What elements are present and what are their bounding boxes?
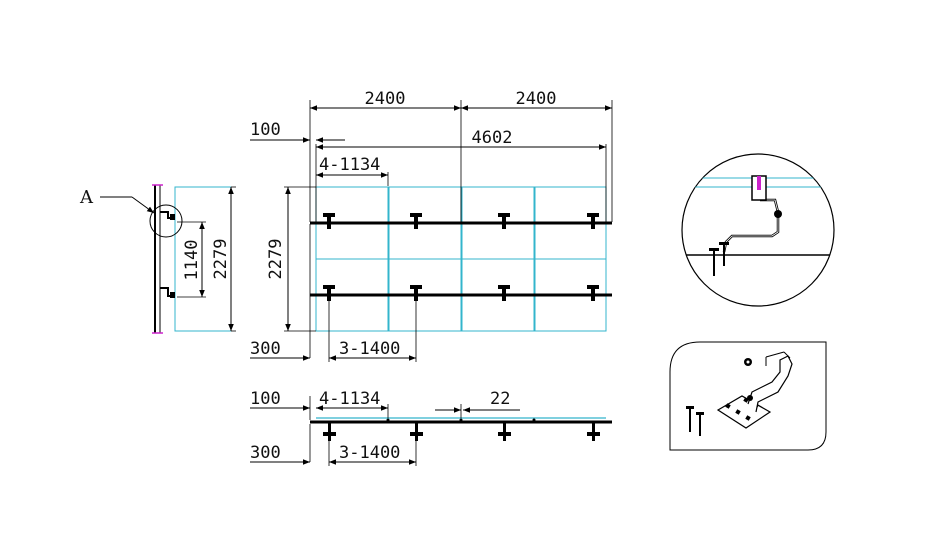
section-hook	[323, 422, 336, 441]
plan-view: 2400 2400 100 4602 4-1134 2279 300 3-140…	[250, 89, 613, 362]
side-dim-inner-text: 1140	[182, 240, 202, 281]
side-clamp-top	[170, 214, 175, 220]
hook	[410, 213, 422, 229]
detail-label-a: A	[79, 187, 94, 208]
detail-leader-arrow	[131, 196, 155, 214]
section-dim-edge-top-text: 100	[250, 389, 281, 409]
hooks-top-rail	[323, 213, 599, 229]
section-clamp	[459, 418, 463, 422]
section-hooks	[323, 422, 600, 441]
hook	[410, 285, 422, 301]
section-dim-hook-spacing-text: 4-1134	[319, 389, 380, 409]
plan-dim-edge-top-text: 100	[250, 120, 281, 140]
roof-hook-detail-icon	[681, 153, 835, 307]
panel-grid	[315, 186, 607, 332]
hook	[498, 213, 510, 229]
hook	[587, 213, 599, 229]
hook	[587, 285, 599, 301]
hook	[323, 213, 335, 229]
side-dim-outer-text: 2279	[211, 239, 231, 280]
detail-circle-a	[149, 204, 183, 238]
section-clamp	[386, 418, 390, 422]
hook	[323, 285, 335, 301]
section-hook	[498, 422, 511, 441]
section-hook	[587, 422, 600, 441]
section-dim-gap-text: 22	[490, 389, 510, 409]
section-clamp	[532, 418, 536, 422]
side-clamp-bottom	[170, 292, 175, 298]
plan-dim-hook-spacing-bottom-text: 3-1400	[339, 339, 400, 359]
plan-dim-height-text: 2279	[266, 239, 286, 280]
section-hook	[410, 422, 423, 441]
plan-dim-width-left-text: 2400	[365, 89, 406, 109]
section-dim-hook-spacing-bottom-text: 3-1400	[339, 443, 400, 463]
plan-dim-width-right-text: 2400	[516, 89, 557, 109]
screw-icon	[686, 406, 704, 436]
section-view: 100 4-1134 22 300 3-1400	[250, 389, 612, 466]
hooks-bottom-rail	[323, 285, 599, 301]
side-view: A 1140 2279	[79, 184, 236, 334]
plan-dim-rail-length-text: 4602	[472, 128, 513, 148]
screw-icon	[709, 242, 729, 276]
section-dim-edge-bottom-text: 300	[250, 443, 281, 463]
plan-dim-hook-spacing-text: 4-1134	[319, 155, 380, 175]
roof-hook-3d-icon	[669, 341, 827, 451]
hook	[498, 285, 510, 301]
plan-dim-edge-bottom-text: 300	[250, 339, 281, 359]
bolt-icon	[744, 358, 753, 401]
